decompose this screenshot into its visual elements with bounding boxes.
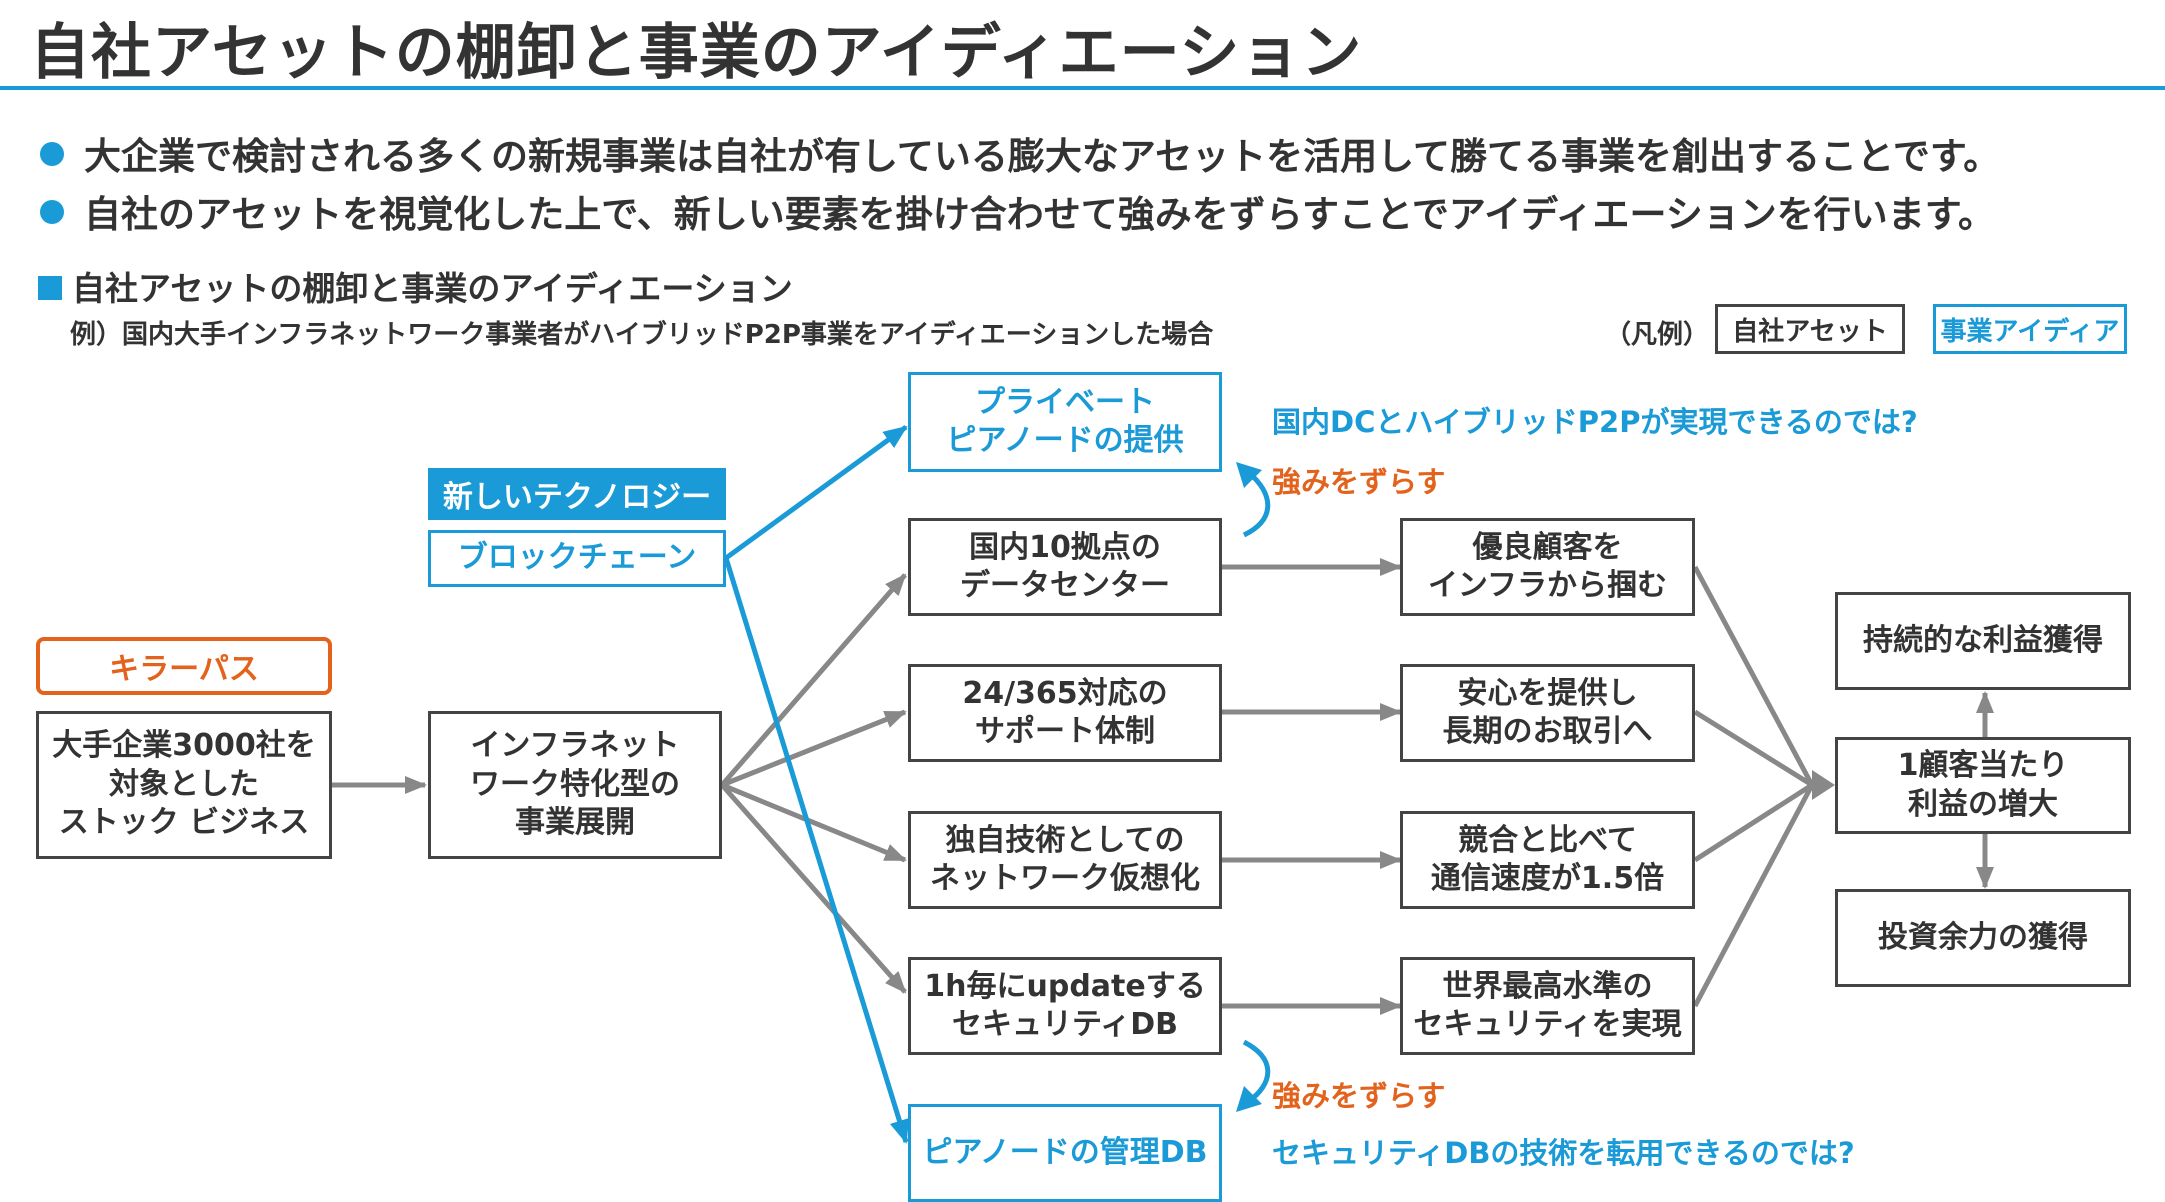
curve-shift-top <box>1242 470 1271 538</box>
bullet-dot-icon <box>40 200 64 224</box>
shift-annotation-top: 強みをずらす <box>1272 465 1446 499</box>
arrow-infra-to-support <box>721 709 907 788</box>
legend-label: （凡例） <box>1605 320 1710 350</box>
section-heading-text: 自社アセットの棚卸と事業のアイディエーション <box>72 269 793 308</box>
curve-shift-top-arrowhead <box>1236 462 1262 488</box>
bullet-item: 大企業で検討される多くの新規事業は自社が有している膨大なアセットを活用して勝てる… <box>40 126 2000 180</box>
bullet-text: 大企業で検討される多くの新規事業は自社が有している膨大なアセットを活用して勝てる… <box>84 135 2001 178</box>
investment-box: 投資余力の獲得 <box>1835 889 2131 987</box>
sustained-profit-box: 持続的な利益獲得 <box>1835 592 2131 690</box>
line-customers-to-merge <box>1692 565 1815 787</box>
long-term-box: 安心を提供し 長期のお取引へ <box>1400 664 1695 762</box>
section-heading: 自社アセットの棚卸と事業のアイディエーション <box>38 262 793 310</box>
arrow-blockchain-to-private-peer <box>724 424 908 561</box>
new-tech-label: 新しいテクノロジー <box>428 468 726 520</box>
curve-shift-bottom-arrowhead <box>1236 1086 1262 1112</box>
line-worldsec-to-merge <box>1692 783 1815 1008</box>
arrow-infra-to-securitydb <box>720 783 907 994</box>
support-box: 24/365対応の サポート体制 <box>908 664 1222 762</box>
stock-business-box: 大手企業3000社を 対象とした ストック ビジネス <box>36 711 332 859</box>
profit-growth-box: 1顧客当たり 利益の増大 <box>1835 737 2131 834</box>
peer-management-box: ピアノードの管理DB <box>908 1104 1222 1202</box>
security-db-box: 1h毎にupdateする セキュリティDB <box>908 957 1222 1055</box>
private-peer-box: プライベート ピアノードの提供 <box>908 372 1222 472</box>
speed-box: 競合と比べて 通信速度が1.5倍 <box>1400 811 1695 909</box>
network-virtualization-box: 独自技術としての ネットワーク仮想化 <box>908 811 1222 909</box>
merge-arrowhead <box>1812 770 1835 800</box>
bullet-dot-icon <box>40 142 64 166</box>
line-speed-to-merge <box>1693 782 1814 863</box>
page-title: 自社アセットの棚卸と事業のアイディエーション <box>30 18 1363 88</box>
legend-asset-box: 自社アセット <box>1715 304 1905 354</box>
square-marker-icon <box>38 276 62 300</box>
datacenter-box: 国内10拠点の データセンター <box>908 518 1222 616</box>
good-customers-box: 優良顧客を インフラから掴む <box>1400 518 1695 616</box>
world-security-box: 世界最高水準の セキュリティを実現 <box>1400 957 1695 1055</box>
example-caption: 例）国内大手インフラネットワーク事業者がハイブリッドP2P事業をアイディエーショ… <box>70 320 1214 350</box>
arrow-infra-to-virtualization <box>721 782 907 863</box>
shift-annotation-bottom: 強みをずらす <box>1272 1079 1446 1113</box>
arrow-infra-to-datacenter <box>720 573 907 787</box>
idea-annotation-bottom: セキュリティDBの技術を転用できるのでは? <box>1272 1136 1855 1170</box>
infra-network-box: インフラネット ワーク特化型の 事業展開 <box>428 711 722 859</box>
line-longterm-to-merge <box>1693 709 1814 788</box>
curve-shift-bottom <box>1242 1039 1271 1105</box>
blockchain-box: ブロックチェーン <box>428 530 726 587</box>
arrow-blockchain-to-peer-mgmt <box>723 557 910 1144</box>
killer-path-label: キラーパス <box>36 637 332 695</box>
idea-annotation-top: 国内DCとハイブリッドP2Pが実現できるのでは? <box>1272 405 1918 439</box>
bullet-item: 自社のアセットを視覚化した上で、新しい要素を掛け合わせて強みをずらすことでアイデ… <box>40 184 1995 238</box>
legend-idea-box: 事業アイディア <box>1933 304 2127 354</box>
bullet-text: 自社のアセットを視覚化した上で、新しい要素を掛け合わせて強みをずらすことでアイデ… <box>84 193 1996 236</box>
title-underline <box>0 86 2165 90</box>
